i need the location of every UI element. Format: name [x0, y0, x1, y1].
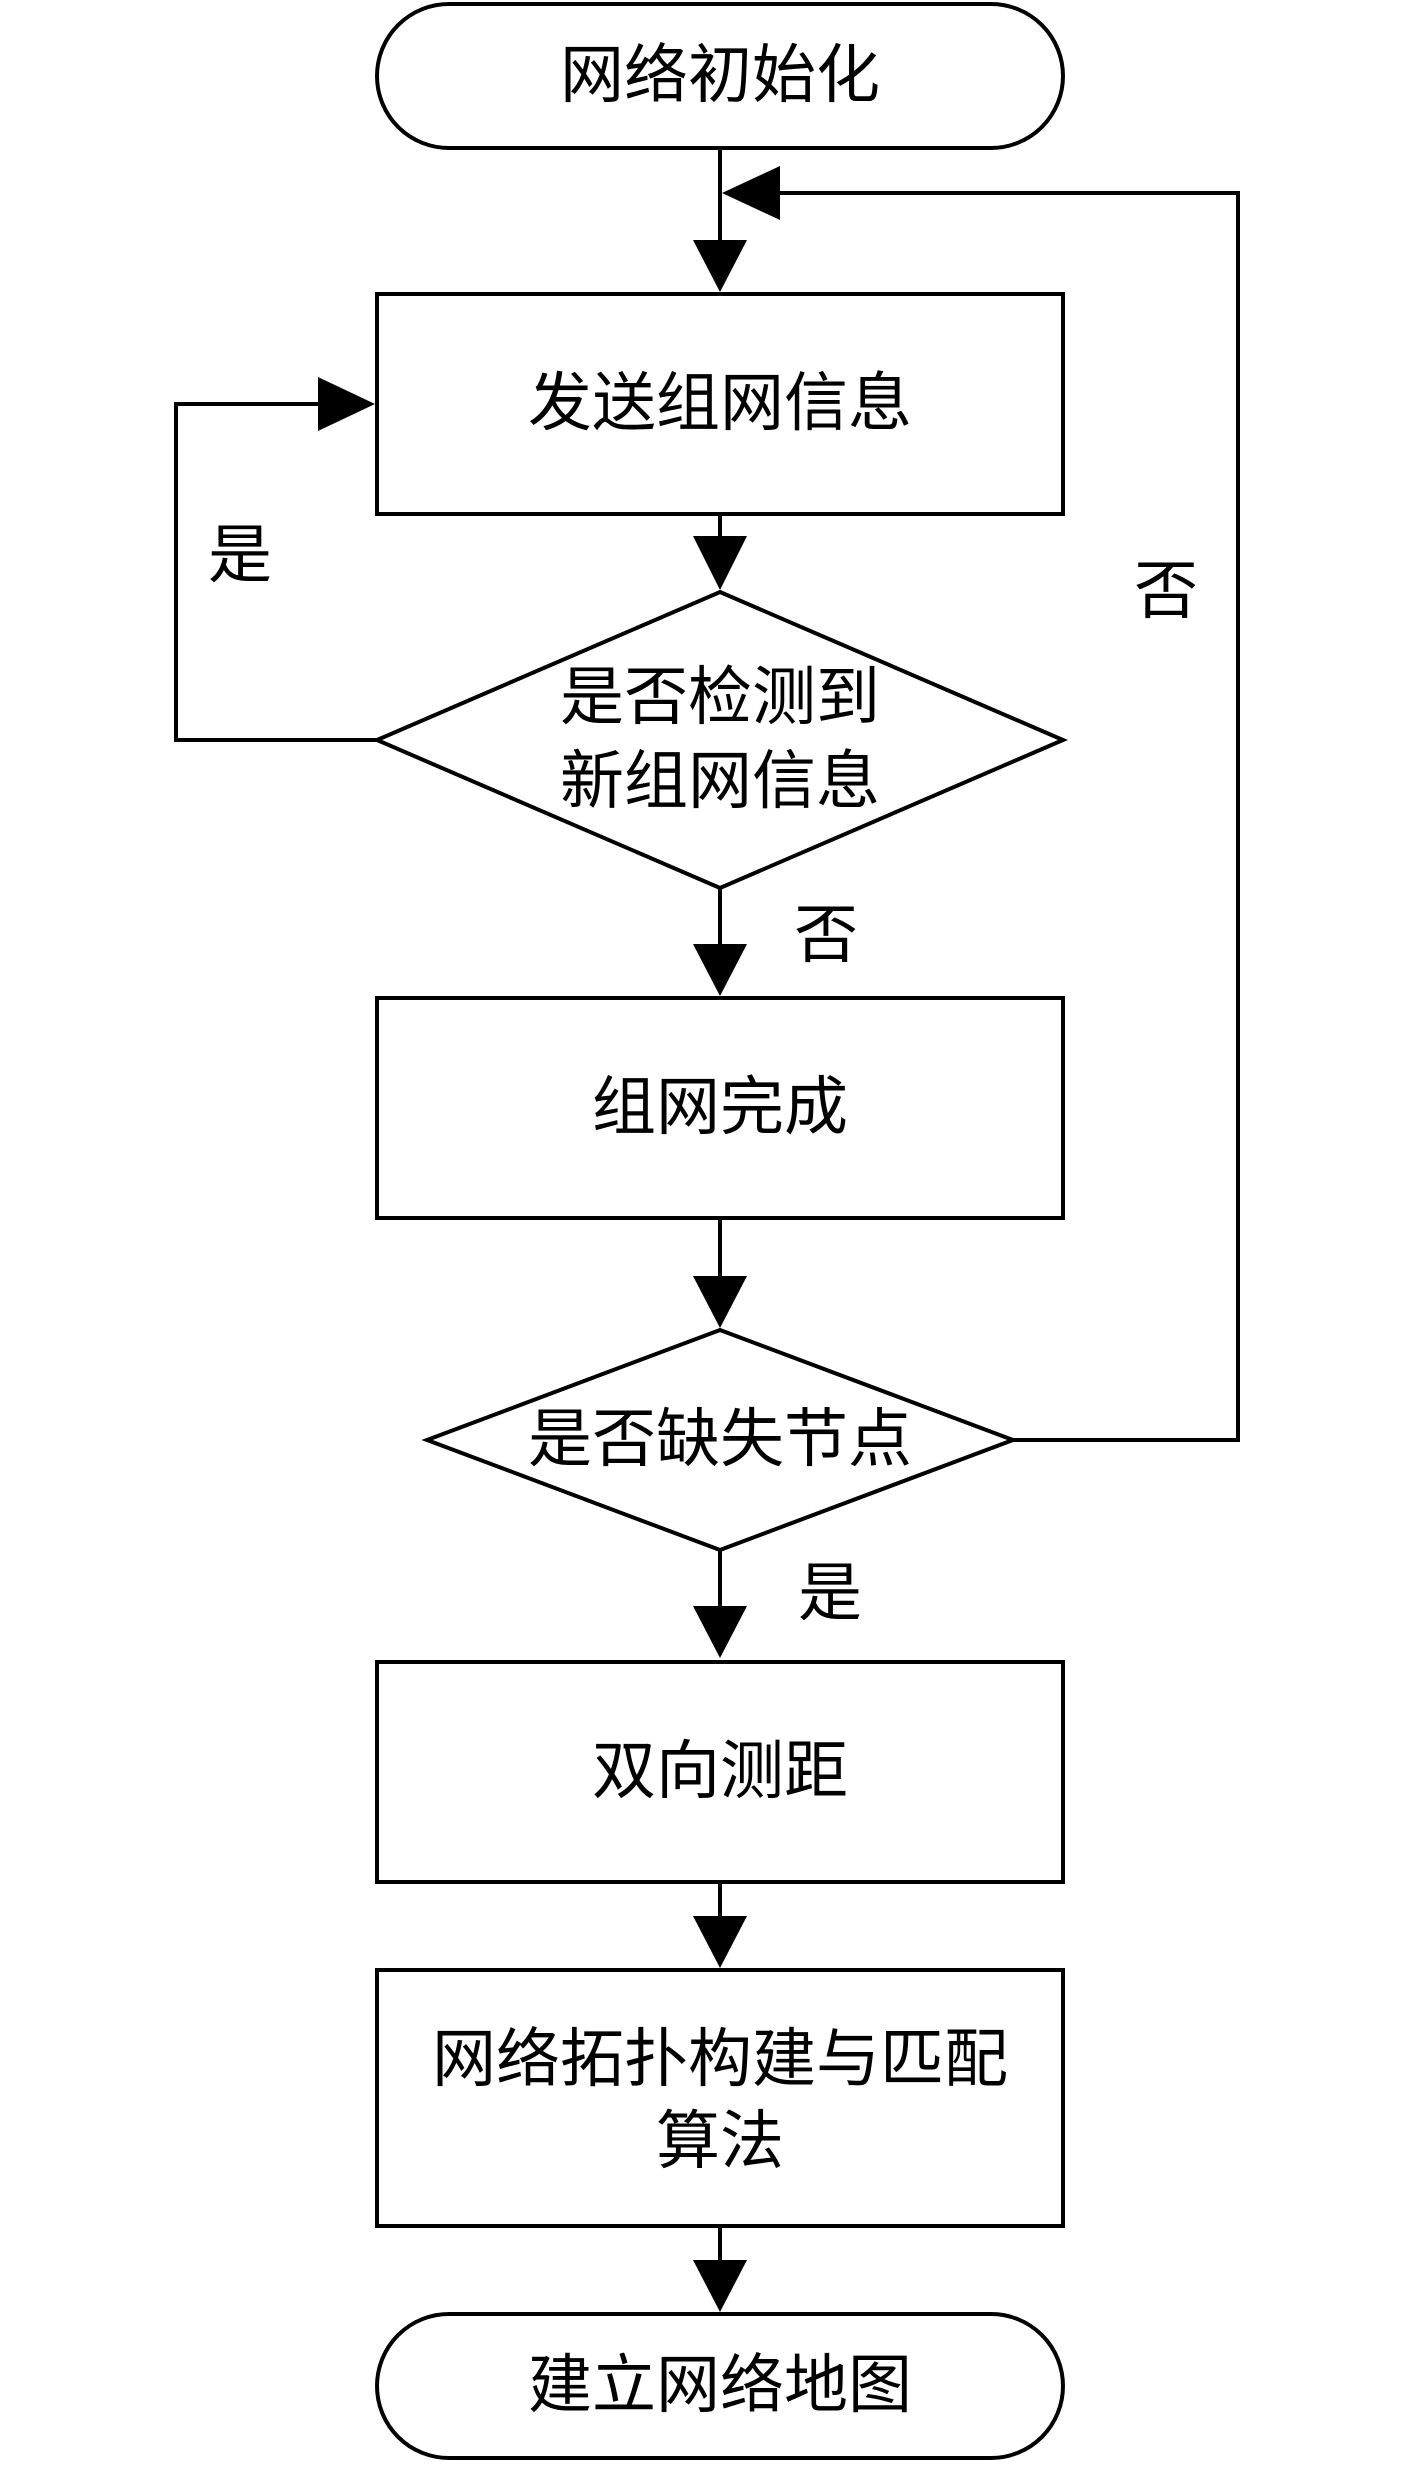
arrowhead-ranging-topology	[693, 1916, 747, 1968]
edge-missing-no-loop	[778, 191, 1240, 1442]
topology-label-line2: 算法	[656, 2105, 784, 2179]
send-process	[375, 292, 1065, 516]
complete-process	[375, 996, 1065, 1220]
ranging-label: 双向测距	[592, 1735, 848, 1809]
start-label: 网络初始化	[560, 39, 880, 113]
new-info-no-label: 否	[794, 899, 858, 973]
arrowhead-new-info-yes	[318, 377, 375, 431]
end-label: 建立网络地图	[528, 2349, 912, 2423]
topology-label-line1: 网络拓扑构建与匹配	[432, 2023, 1008, 2097]
new-info-yes-label: 是	[208, 519, 272, 593]
send-label: 发送组网信息	[528, 367, 912, 441]
check-new-info-decision	[371, 589, 1069, 891]
complete-label: 组网完成	[592, 1071, 848, 1145]
arrowhead-start-send	[693, 240, 747, 292]
arrowhead-send-check	[693, 536, 747, 590]
missing-no-label: 否	[1134, 555, 1198, 629]
topology-process	[375, 1968, 1065, 2228]
end-terminal	[375, 2312, 1065, 2460]
edge-new-info-yes-loop	[174, 402, 377, 742]
arrowhead-topology-end	[693, 2260, 747, 2312]
arrowhead-missing-yes	[693, 1606, 747, 1658]
arrowhead-missing-no	[722, 166, 780, 220]
check-new-info-label-line1: 是否检测到	[560, 661, 880, 735]
check-missing-label: 是否缺失节点	[528, 1403, 912, 1477]
check-new-info-label-line2: 新组网信息	[560, 745, 880, 819]
arrowhead-complete-check	[693, 1276, 747, 1328]
arrowhead-new-info-no	[693, 944, 747, 996]
missing-yes-label: 是	[798, 1557, 862, 1631]
